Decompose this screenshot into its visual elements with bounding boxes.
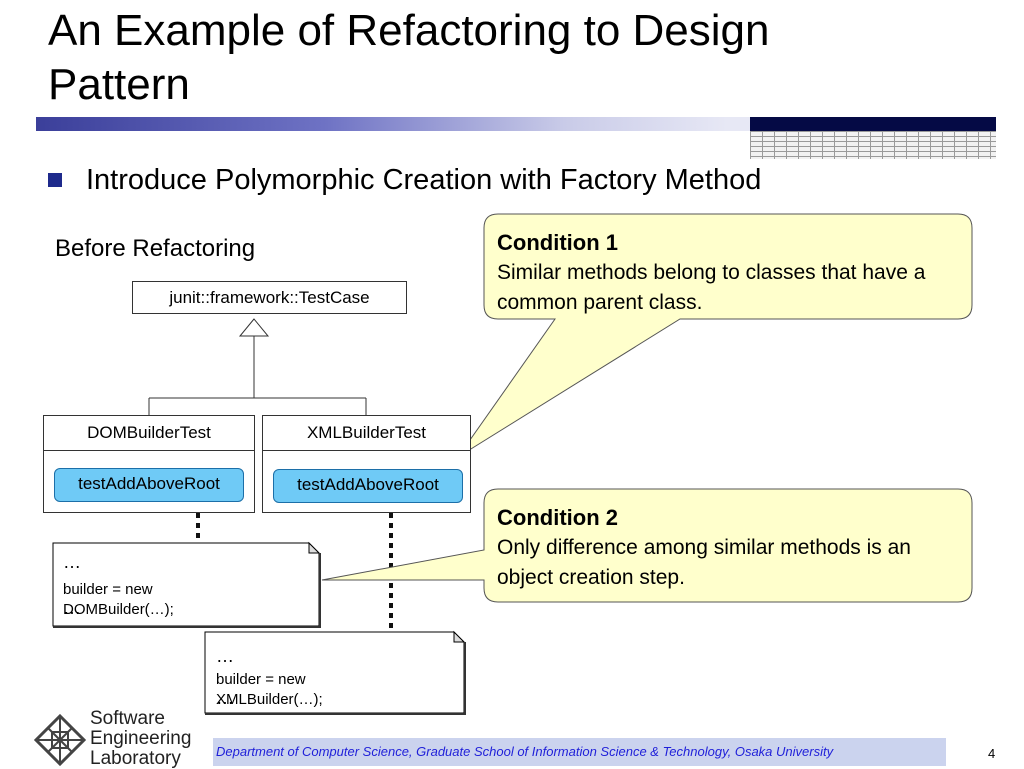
xml-code-note-shape [204,630,466,715]
before-refactoring-label: Before Refactoring [55,235,256,262]
callout-condition-2: Condition 2 Only difference among simila… [497,503,962,593]
class-name-xmlbuildertest: XMLBuilderTest [263,416,470,451]
callout-condition-1: Condition 1 Similar methods belong to cl… [497,228,962,318]
bullet-text: Introduce Polymorphic Creation with Fact… [86,164,762,196]
logo-line-2: Engineering [90,728,192,749]
base-class-testcase: junit::framework::TestCase [132,281,407,314]
callout-2-body: Only difference among similar methods is… [497,536,911,589]
dom-note-code: builder = new DOMBuilder(…); [63,581,174,618]
class-xmlbuildertest: XMLBuilderTest testAddAboveRoot [262,415,471,513]
logo-line-1: Software [90,708,165,729]
callout-1-title: Condition 1 [497,230,618,255]
page-number: 4 [988,746,996,761]
xml-note-code: builder = new XMLBuilder(…); [216,671,323,708]
class-name-dombuildertest: DOMBuilderTest [44,416,254,451]
class-dombuildertest: DOMBuilderTest testAddAboveRoot [43,415,255,513]
inheritance-triangle [238,318,270,337]
method-xml-testaddaboveroot: testAddAboveRoot [273,469,463,503]
callout-2-title: Condition 2 [497,505,618,530]
decorative-grid [750,131,996,159]
dom-note-ellipsis-top: … [63,552,81,572]
method-dom-testaddaboveroot: testAddAboveRoot [54,468,244,502]
lab-logo-icon [33,713,87,767]
footer-band [213,738,946,766]
callout-1-body: Similar methods belong to classes that h… [497,261,926,314]
callout-1-shape [457,213,973,458]
xml-note-ellipsis-top: … [216,646,234,666]
dom-code-note-shape [52,541,321,628]
footer-department: Department of Computer Science, Graduate… [216,744,834,759]
bullet-square-icon [48,173,62,187]
lab-logo-text: Software Engineering Laboratory [90,709,191,769]
callout-2-shape [321,488,973,603]
slide-title: An Example of Refactoring to Design Patt… [48,4,948,112]
title-line-2: Pattern [48,60,190,109]
logo-line-3: Laboratory [90,748,181,769]
title-bar-dark-block [750,117,996,131]
xml-note-ellipsis-bottom: … [216,688,234,708]
title-line-1: An Example of Refactoring to Design [48,6,770,55]
dom-note-ellipsis-bottom: … [63,598,81,618]
